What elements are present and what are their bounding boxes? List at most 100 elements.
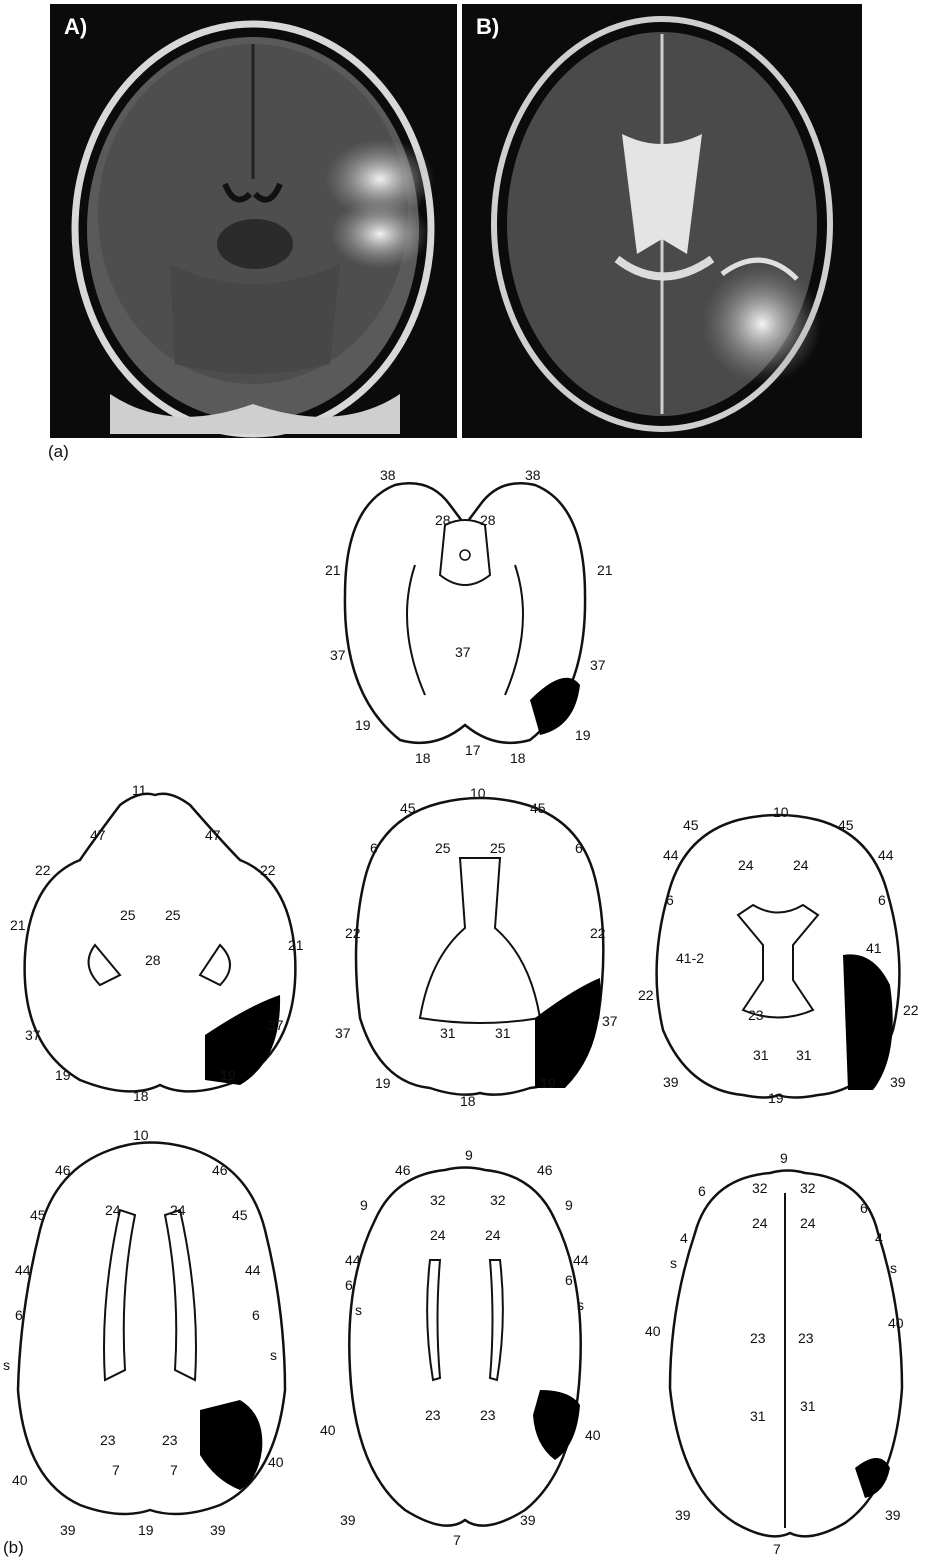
slice-1-label: 21 <box>325 562 341 578</box>
slice-5-label: 39 <box>210 1522 226 1538</box>
slice-5-label: 10 <box>133 1127 149 1143</box>
slice-2-label: 19 <box>55 1067 71 1083</box>
slice-7-label: 9 <box>780 1150 788 1166</box>
slice-4-label: 39 <box>663 1074 679 1090</box>
slice-5-label: s <box>3 1357 10 1373</box>
slice-4-label: 45 <box>838 817 854 833</box>
slice-2-label: 28 <box>145 952 161 968</box>
slice-3-label: 6 <box>575 840 583 856</box>
slice-5-label: 44 <box>245 1262 261 1278</box>
slice-4-label: 6 <box>666 892 674 908</box>
slice-6-label: 40 <box>320 1422 336 1438</box>
slice-5-label: 7 <box>170 1462 178 1478</box>
slice-7-label: 4 <box>680 1230 688 1246</box>
slice-2-label: 21 <box>288 937 304 953</box>
slice-4-label: 24 <box>738 857 754 873</box>
slice-5-label: 46 <box>55 1162 71 1178</box>
slice-1-label: 37 <box>330 647 346 663</box>
slice-3-label: 10 <box>470 788 486 801</box>
slice-3-label: 18 <box>460 1093 476 1108</box>
slice-7-label: 4 <box>875 1230 883 1246</box>
brain-slice-7: 9 32 32 6 6 24 24 4 4 s s 23 23 40 40 31… <box>640 1148 929 1558</box>
slice-1-label: 19 <box>355 717 371 733</box>
slice-6-label: 24 <box>430 1227 446 1243</box>
slice-7-label: s <box>670 1255 677 1271</box>
slice-7-label: 39 <box>885 1507 901 1523</box>
slice-3-label: 45 <box>530 800 546 816</box>
slice-3-label: 25 <box>435 840 451 856</box>
slice-4-label: 39 <box>890 1074 906 1090</box>
slice-2-label: 22 <box>35 862 51 878</box>
mri-axial-drawing <box>462 4 862 438</box>
slice-3-label: 19 <box>375 1075 391 1091</box>
slice-4-label: 22 <box>638 987 654 1003</box>
slice-4-label: 22 <box>903 1002 919 1018</box>
figure-label-b: (b) <box>3 1538 24 1558</box>
slice-5-label: 23 <box>100 1432 116 1448</box>
figure-label-a: (a) <box>48 442 69 462</box>
slice-5-label: 6 <box>15 1307 23 1323</box>
slice-5-label: 7 <box>112 1462 120 1478</box>
slice-1-label: 28 <box>435 512 451 528</box>
slice-4-label: 19 <box>768 1090 784 1105</box>
slice-2-label: 11 <box>132 785 147 798</box>
slice-6-label: 23 <box>425 1407 441 1423</box>
slice-1-label: 37 <box>590 657 606 673</box>
slice-2-label: 19 <box>220 1067 236 1083</box>
slice-6-label: 40 <box>585 1427 601 1443</box>
slice-5-label: 19 <box>138 1522 154 1538</box>
slice-4-label: 23 <box>748 1007 764 1023</box>
slice-1-label: 37 <box>455 644 471 660</box>
slice-2-label: 21 <box>10 917 26 933</box>
slice-3-label: 19 <box>540 1075 556 1091</box>
slice-3-label: 6 <box>370 840 378 856</box>
slice-1-label: 38 <box>380 467 396 483</box>
slice-6-label: 9 <box>465 1147 473 1163</box>
slice-6-label: 23 <box>480 1407 496 1423</box>
slice-7-label: 32 <box>800 1180 816 1196</box>
slice-5-label: 40 <box>12 1472 28 1488</box>
brain-slice-3: 10 45 45 6 6 25 25 22 22 37 31 31 37 19 … <box>330 788 630 1108</box>
slice-7-label: 24 <box>752 1215 768 1231</box>
slice-5-label: 45 <box>30 1207 46 1223</box>
slice-5-label: 40 <box>268 1454 284 1470</box>
slice-7-label: 31 <box>800 1398 816 1414</box>
slice-6-label: 6 <box>565 1272 573 1288</box>
slice-4-label: 24 <box>793 857 809 873</box>
slice-4-label: 31 <box>753 1047 769 1063</box>
slice-6-label: 9 <box>565 1197 573 1213</box>
slice-2-label: 37 <box>268 1017 284 1033</box>
slice-7-label: 40 <box>645 1323 661 1339</box>
slice-6-label: 24 <box>485 1227 501 1243</box>
slice-1-label: 17 <box>465 742 481 758</box>
slice-5-label: s <box>270 1347 277 1363</box>
slice-1-label: 18 <box>510 750 526 765</box>
slice-5-label: 6 <box>252 1307 260 1323</box>
slice-4-label: 6 <box>878 892 886 908</box>
slice-4-label: 44 <box>663 847 679 863</box>
slice-5-label: 24 <box>170 1202 186 1218</box>
slice-7-label: 40 <box>888 1315 904 1331</box>
slice-3-label: 22 <box>345 925 361 941</box>
slice-1-label: 21 <box>597 562 613 578</box>
slice-3-label: 31 <box>495 1025 511 1041</box>
slice-4-label: 10 <box>773 805 789 820</box>
slice-4-label: 44 <box>878 847 894 863</box>
brain-slice-1: 38 38 28 28 21 21 37 37 37 19 19 18 17 1… <box>325 465 615 765</box>
slice-2-label: 47 <box>90 827 106 843</box>
slice-4-label: 31 <box>796 1047 812 1063</box>
slice-6-label: 7 <box>453 1532 461 1548</box>
brain-slice-5: 10 46 46 45 45 24 24 44 44 6 6 s s 23 23… <box>0 1120 305 1540</box>
slice-2-label: 18 <box>133 1088 149 1104</box>
slice-6-label: 44 <box>573 1252 589 1268</box>
slice-2-label: 37 <box>25 1027 41 1043</box>
slice-6-label: 39 <box>520 1512 536 1528</box>
slice-5-label: 45 <box>232 1207 248 1223</box>
mri-coronal-image: A) <box>50 4 457 438</box>
slice-7-label: 7 <box>773 1541 781 1557</box>
slice-4-label: 41 <box>866 940 882 956</box>
slice-6-label: 32 <box>490 1192 506 1208</box>
slice-7-label: 6 <box>860 1200 868 1216</box>
slice-7-label: 23 <box>798 1330 814 1346</box>
slice-7-label: s <box>890 1260 897 1276</box>
